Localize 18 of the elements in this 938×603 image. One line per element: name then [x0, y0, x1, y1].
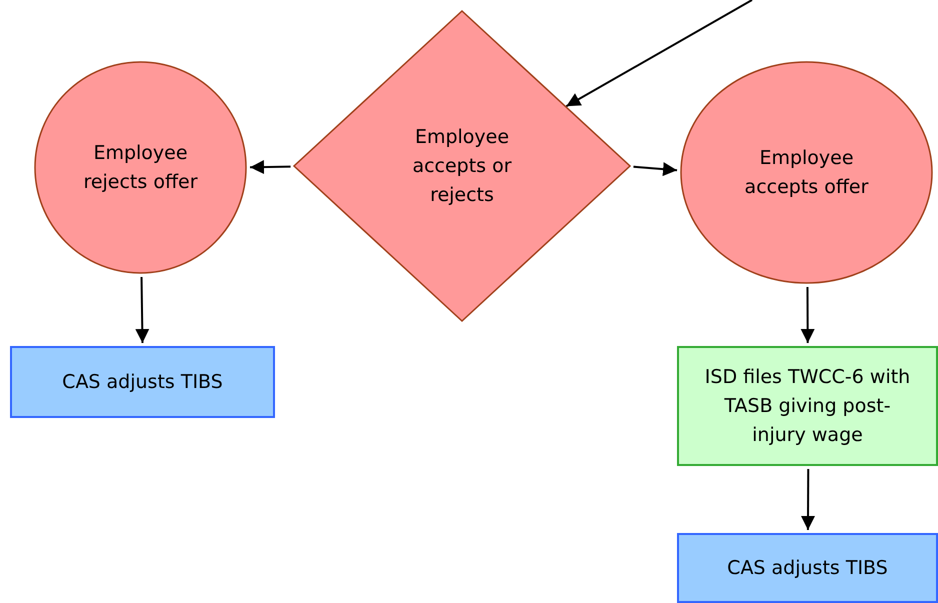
node-label: Employee rejects offer	[82, 140, 199, 194]
outcome-circle	[34, 61, 247, 274]
arrow	[800, 287, 815, 343]
arrow	[566, 0, 752, 108]
node-label: CAS adjusts TIBS	[61, 370, 224, 394]
arrow	[250, 160, 291, 174]
process-box	[677, 346, 938, 466]
arrow	[633, 162, 678, 176]
node-label: Employee accepts offer	[744, 146, 870, 200]
arrow	[135, 276, 150, 344]
node-label: ISD files TWCC-6 with TASB giving post-injury wage	[704, 364, 912, 448]
node-label: CAS adjusts TIBS	[726, 556, 889, 580]
process-box	[10, 346, 275, 418]
process-box	[677, 533, 938, 603]
outcome-circle	[680, 61, 933, 284]
arrow	[801, 469, 815, 530]
decision-diamond	[293, 10, 631, 322]
node-label: Employee accepts or rejects	[411, 124, 513, 208]
